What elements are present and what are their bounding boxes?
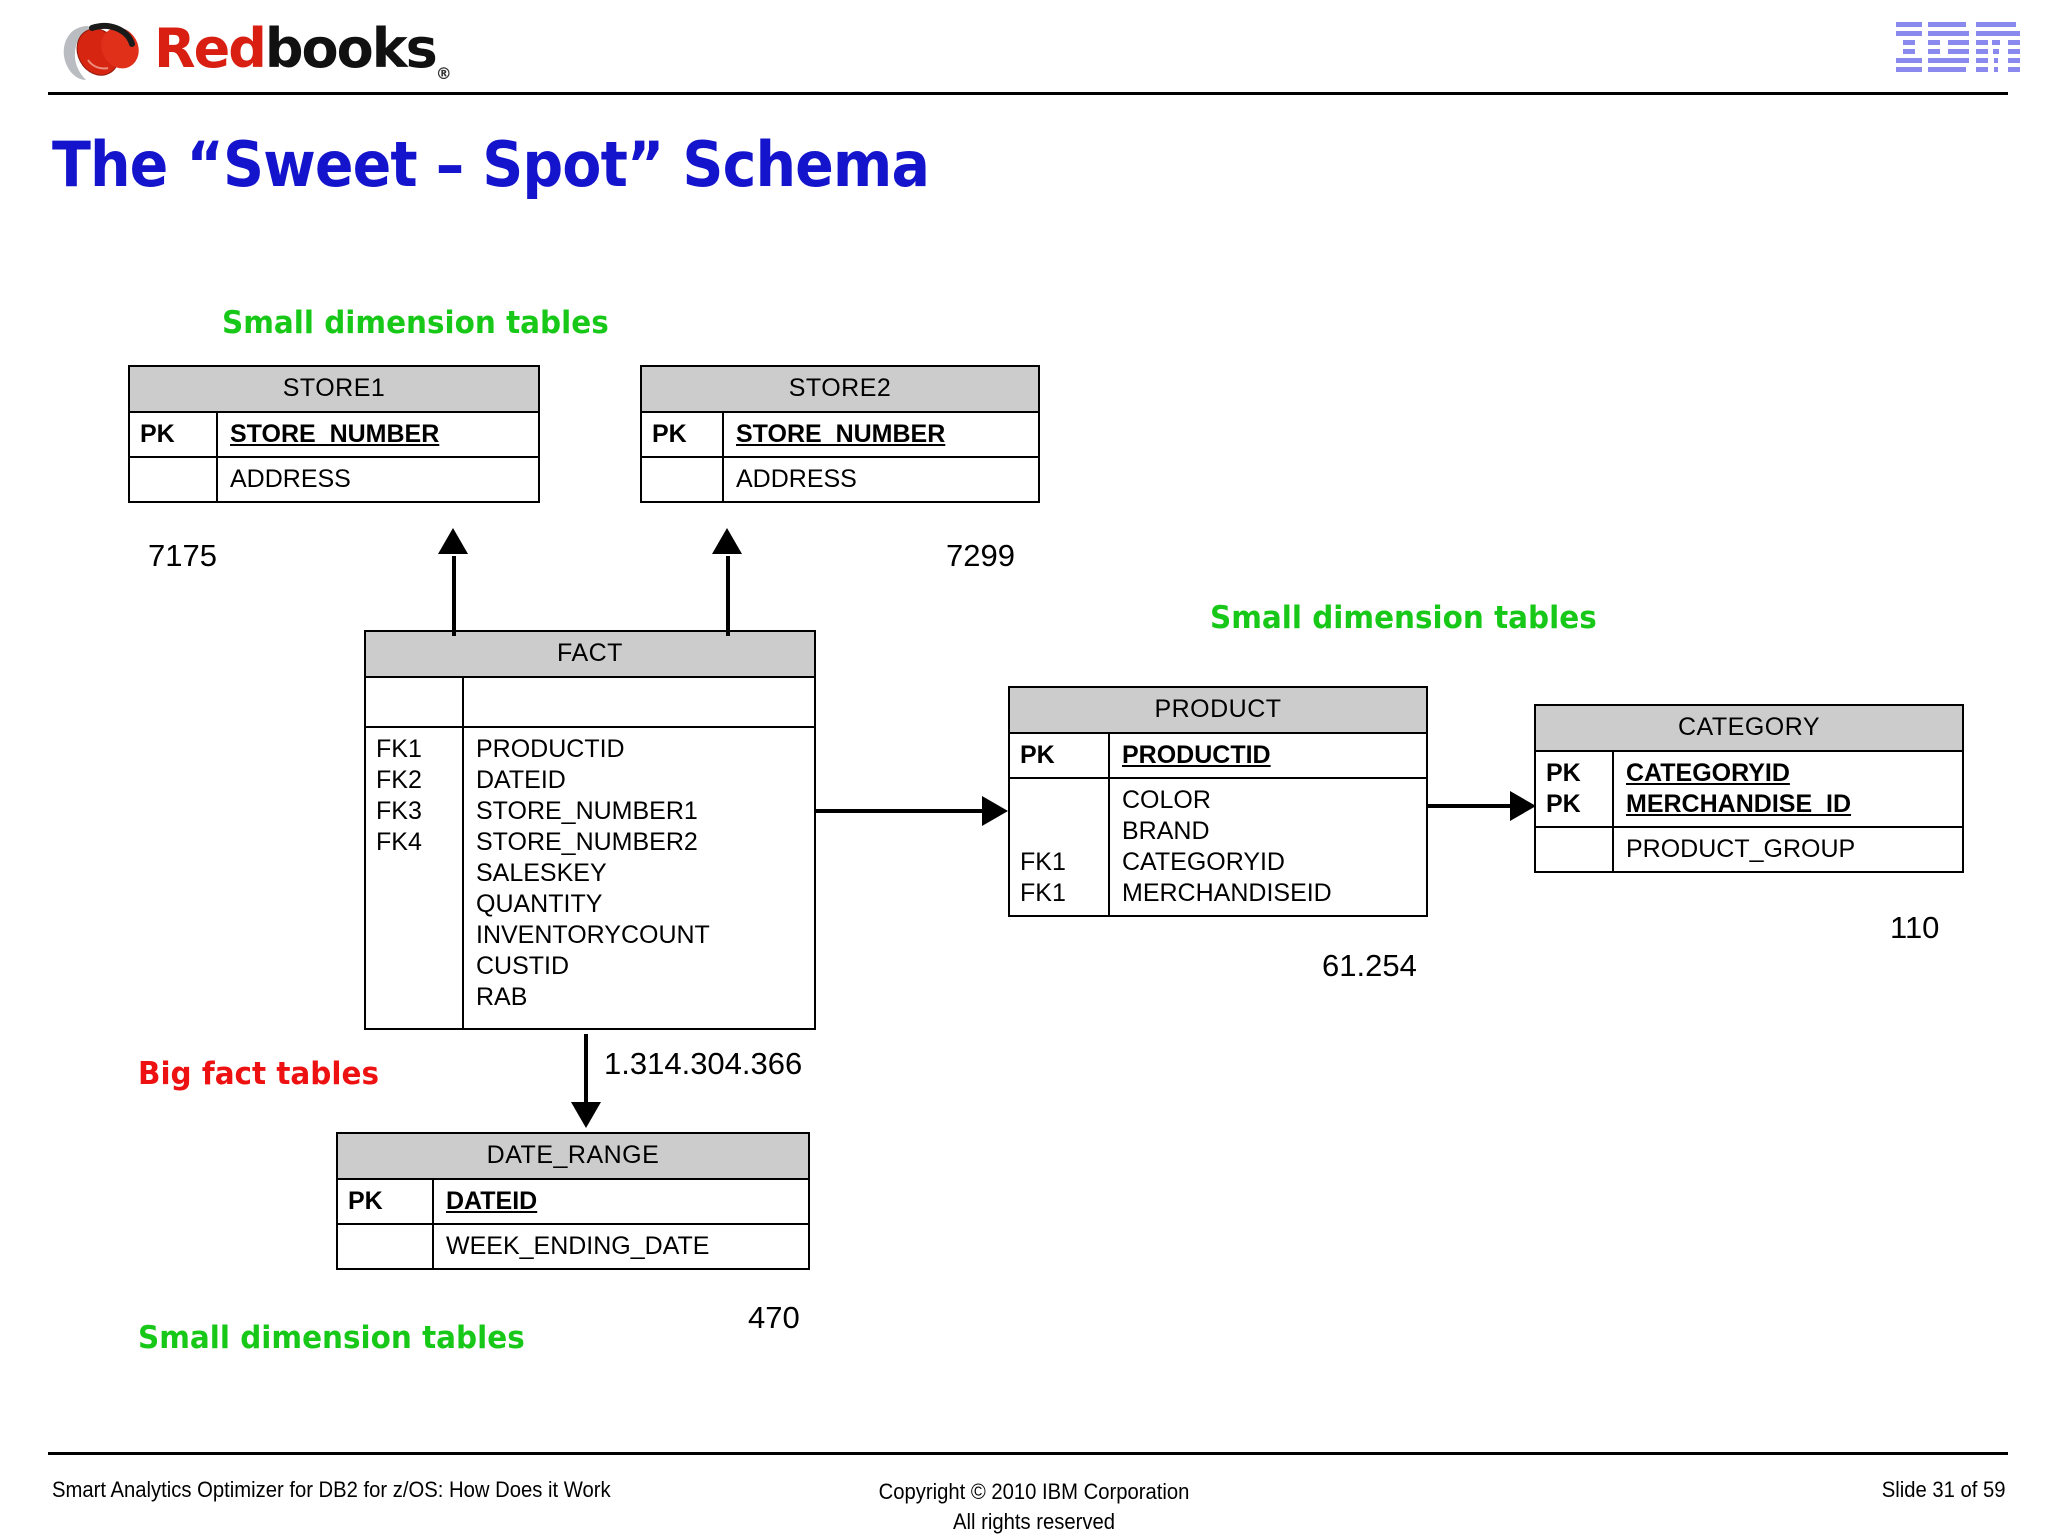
er-key-cell: PK PK bbox=[1536, 752, 1614, 826]
count-store2: 7299 bbox=[946, 538, 1015, 573]
connector-product-category-arrow bbox=[1510, 791, 1536, 821]
er-table-store2-pk-section: PK STORE_NUMBER bbox=[642, 413, 1038, 458]
footer-deck-title: Smart Analytics Optimizer for DB2 for z/… bbox=[52, 1477, 611, 1502]
er-table-date-range-title: DATE_RANGE bbox=[338, 1134, 808, 1180]
er-key-cell: PK bbox=[1010, 734, 1110, 777]
redbooks-swirl-icon bbox=[63, 23, 139, 80]
er-table-store1[interactable]: STORE1 PK STORE_NUMBER ADDRESS bbox=[128, 365, 540, 503]
connector-fact-store1-arrow bbox=[438, 528, 468, 554]
er-table-product-attr-section: FK1 FK1 COLOR BRAND CATEGORYID MERCHANDI… bbox=[1010, 779, 1426, 915]
er-table-date-range-pk-section: PK DATEID bbox=[338, 1180, 808, 1225]
er-key-cell: PK bbox=[338, 1180, 434, 1223]
redbooks-word-black: books bbox=[264, 17, 438, 80]
connector-fact-store2-arrow bbox=[712, 528, 742, 554]
annotation-small-dimension-bottom: Small dimension tables bbox=[138, 1320, 525, 1356]
er-field-cell: ADDRESS bbox=[230, 465, 351, 493]
er-key-cell bbox=[366, 678, 464, 726]
er-table-fact-attr-section: FK1 FK2 FK3 FK4 PRODUCTID DATEID STORE_N… bbox=[366, 728, 814, 1028]
er-table-date-range-attr-section: WEEK_ENDING_DATE bbox=[338, 1225, 808, 1268]
count-fact: 1.314.304.366 bbox=[604, 1046, 803, 1081]
er-key-cell: PK bbox=[130, 413, 218, 456]
er-table-category-title: CATEGORY bbox=[1536, 706, 1962, 752]
annotation-small-dimension-top: Small dimension tables bbox=[222, 305, 609, 341]
redbooks-logo: Redbooks® bbox=[62, 14, 452, 90]
connector-product-category-line bbox=[1428, 804, 1512, 808]
er-pk-field: STORE_NUMBER bbox=[230, 420, 440, 448]
er-table-store1-pk-section: PK STORE_NUMBER bbox=[130, 413, 538, 458]
er-key-cell bbox=[642, 458, 724, 501]
er-table-category-attr-section: PRODUCT_GROUP bbox=[1536, 828, 1962, 871]
er-field-cell: PRODUCTID DATEID STORE_NUMBER1 STORE_NUM… bbox=[476, 735, 710, 1011]
er-table-date-range[interactable]: DATE_RANGE PK DATEID WEEK_ENDING_DATE bbox=[336, 1132, 810, 1270]
er-table-store2[interactable]: STORE2 PK STORE_NUMBER ADDRESS bbox=[640, 365, 1040, 503]
er-key-cell bbox=[338, 1225, 434, 1268]
connector-fact-store2-line bbox=[726, 556, 730, 636]
er-pk-field: DATEID bbox=[446, 1187, 538, 1215]
er-table-product-title: PRODUCT bbox=[1010, 688, 1426, 734]
er-field-cell: WEEK_ENDING_DATE bbox=[446, 1232, 710, 1260]
er-field-cell: CATEGORYID MERCHANDISE_ID bbox=[1614, 752, 1962, 826]
er-key-cell: PK bbox=[642, 413, 724, 456]
er-table-fact-title: FACT bbox=[366, 632, 814, 678]
er-key-cell: FK1 FK1 bbox=[1010, 779, 1110, 915]
er-table-category-pk-section: PK PK CATEGORYID MERCHANDISE_ID bbox=[1536, 752, 1962, 828]
count-store1: 7175 bbox=[148, 538, 217, 573]
er-field-cell: STORE_NUMBER bbox=[218, 413, 538, 456]
er-table-product-pk-section: PK PRODUCTID bbox=[1010, 734, 1426, 779]
footer-divider bbox=[48, 1452, 2008, 1455]
er-table-product[interactable]: PRODUCT PK PRODUCTID FK1 FK1 COLOR BRAND… bbox=[1008, 686, 1428, 917]
connector-fact-date-range-line bbox=[584, 1034, 588, 1104]
footer-rights-line: All rights reserved bbox=[952, 1509, 1115, 1534]
ibm-logo-icon bbox=[1896, 22, 2020, 72]
redbooks-word-red: Red bbox=[154, 17, 267, 80]
redbooks-wordmark: Redbooks® bbox=[154, 16, 452, 107]
er-field-cell bbox=[464, 678, 814, 726]
connector-fact-product-line bbox=[816, 809, 984, 813]
connector-fact-product-arrow bbox=[982, 796, 1008, 826]
er-table-store2-attr-section: ADDRESS bbox=[642, 458, 1038, 501]
er-table-category[interactable]: CATEGORY PK PK CATEGORYID MERCHANDISE_ID… bbox=[1534, 704, 1964, 873]
er-key-cell bbox=[130, 458, 218, 501]
er-field-cell: PRODUCT_GROUP bbox=[1626, 835, 1856, 863]
er-table-fact-pk-section bbox=[366, 678, 814, 728]
er-table-store2-title: STORE2 bbox=[642, 367, 1038, 413]
er-pk-field: PRODUCTID bbox=[1122, 741, 1271, 769]
er-table-fact[interactable]: FACT FK1 FK2 FK3 FK4 PRODUCTID DATEID ST… bbox=[364, 630, 816, 1030]
er-field-cell: COLOR BRAND CATEGORYID MERCHANDISEID bbox=[1122, 786, 1332, 907]
er-field-cell: DATEID bbox=[434, 1180, 808, 1223]
count-date-range: 470 bbox=[748, 1300, 800, 1335]
footer-slide-number: Slide 31 of 59 bbox=[1882, 1477, 2006, 1502]
footer-copyright-line: Copyright © 2010 IBM Corporation bbox=[878, 1479, 1190, 1504]
count-product: 61.254 bbox=[1322, 948, 1417, 983]
er-key-cell: FK1 FK2 FK3 FK4 bbox=[366, 728, 464, 1028]
er-field-cell: ADDRESS bbox=[736, 465, 857, 493]
er-key-cell bbox=[1536, 828, 1614, 871]
connector-fact-date-range-arrow bbox=[571, 1102, 601, 1128]
footer-copyright: Copyright © 2010 IBM Corporation All rig… bbox=[868, 1477, 1199, 1537]
er-pk-field: CATEGORYID MERCHANDISE_ID bbox=[1626, 759, 1852, 818]
connector-fact-store1-line bbox=[452, 556, 456, 636]
er-table-store1-title: STORE1 bbox=[130, 367, 538, 413]
header-divider bbox=[48, 92, 2008, 95]
page-title: The “Sweet – Spot” Schema bbox=[52, 128, 930, 201]
er-field-cell: PRODUCTID bbox=[1110, 734, 1426, 777]
registered-mark: ® bbox=[435, 63, 452, 83]
annotation-small-dimension-middle: Small dimension tables bbox=[1210, 600, 1597, 636]
er-pk-field: STORE_NUMBER bbox=[736, 420, 946, 448]
er-field-cell: STORE_NUMBER bbox=[724, 413, 1038, 456]
er-table-store1-attr-section: ADDRESS bbox=[130, 458, 538, 501]
count-category: 110 bbox=[1890, 910, 1940, 945]
annotation-big-fact-tables: Big fact tables bbox=[138, 1056, 379, 1092]
